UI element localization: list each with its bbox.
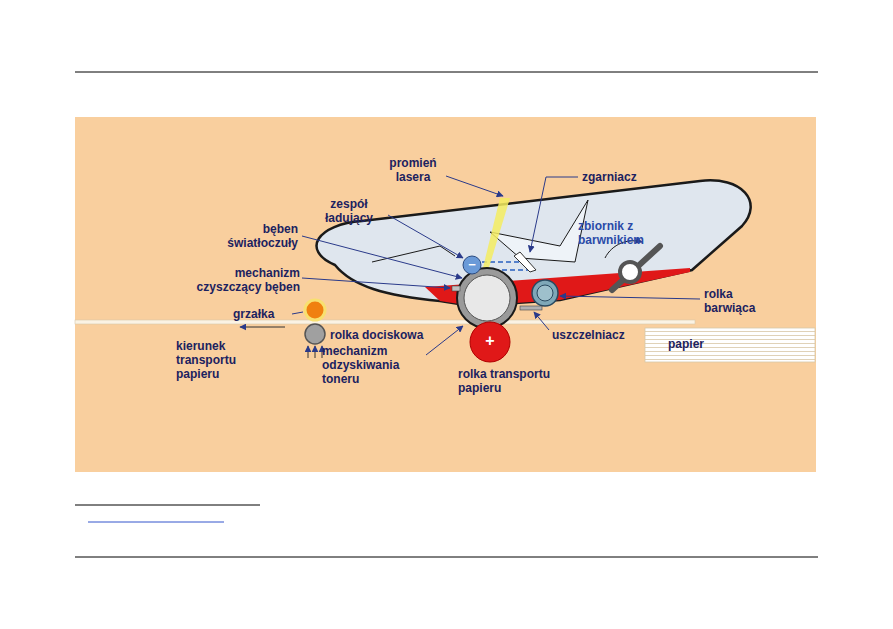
wiper-blade [514,252,536,272]
background-panel [75,117,816,472]
pressure-arrow [315,346,316,358]
part-label: zespół ładujący [312,197,386,225]
leader-line [292,312,303,314]
pressure-roller [305,324,325,344]
part-label: promień lasera [380,156,446,184]
leader-line [534,312,549,330]
leader-lines [240,176,700,355]
part-label: mechanizm odzyskiwania toneru [322,344,418,386]
part-label: bęben światłoczuły [196,222,298,250]
cleaning-blade [452,286,460,291]
seal [520,306,542,310]
charge-sign: + [478,332,502,351]
link-underline [88,522,224,523]
photosensitive-drum [464,275,510,321]
part-label: uszczelniacz [552,328,644,342]
part-label: rolka dociskowa [330,328,454,342]
leader-line [388,215,463,258]
agitator-arm [612,246,660,290]
developer-roller [537,285,553,301]
part-label: papier [668,337,728,351]
rule-line [75,557,818,558]
part-label: grzałka [233,307,291,321]
charge-sign: − [464,257,480,272]
part-label: rolka transportu papieru [458,367,580,395]
charging-roller [463,256,481,274]
paper-stack [645,328,815,362]
part-label: kierunek transportu papieru [176,339,256,381]
leader-line [302,236,462,278]
leader-line [426,326,463,355]
rule-line [75,72,818,73]
inner-baffle [372,246,455,262]
leader-line [530,177,578,252]
agitator [620,262,640,282]
leader-line [302,278,450,288]
heater [305,300,325,320]
part-label: zbiornik z barwnikiem [578,219,666,247]
cartridge-housing [317,180,751,306]
paper-sheet [75,320,695,324]
developer-roller [532,280,558,306]
footnote-rule [75,505,260,506]
leader-line [446,176,503,196]
photosensitive-drum [457,268,517,328]
pressure-arrow [308,346,309,358]
part-label: mechanizm czyszczący bęben [172,266,300,294]
direction-arrow [240,327,285,328]
transfer-roller [470,322,510,362]
part-label: rolka barwiąca [704,287,776,315]
part-label: zgarniacz [582,170,662,184]
leader-line [560,296,700,299]
